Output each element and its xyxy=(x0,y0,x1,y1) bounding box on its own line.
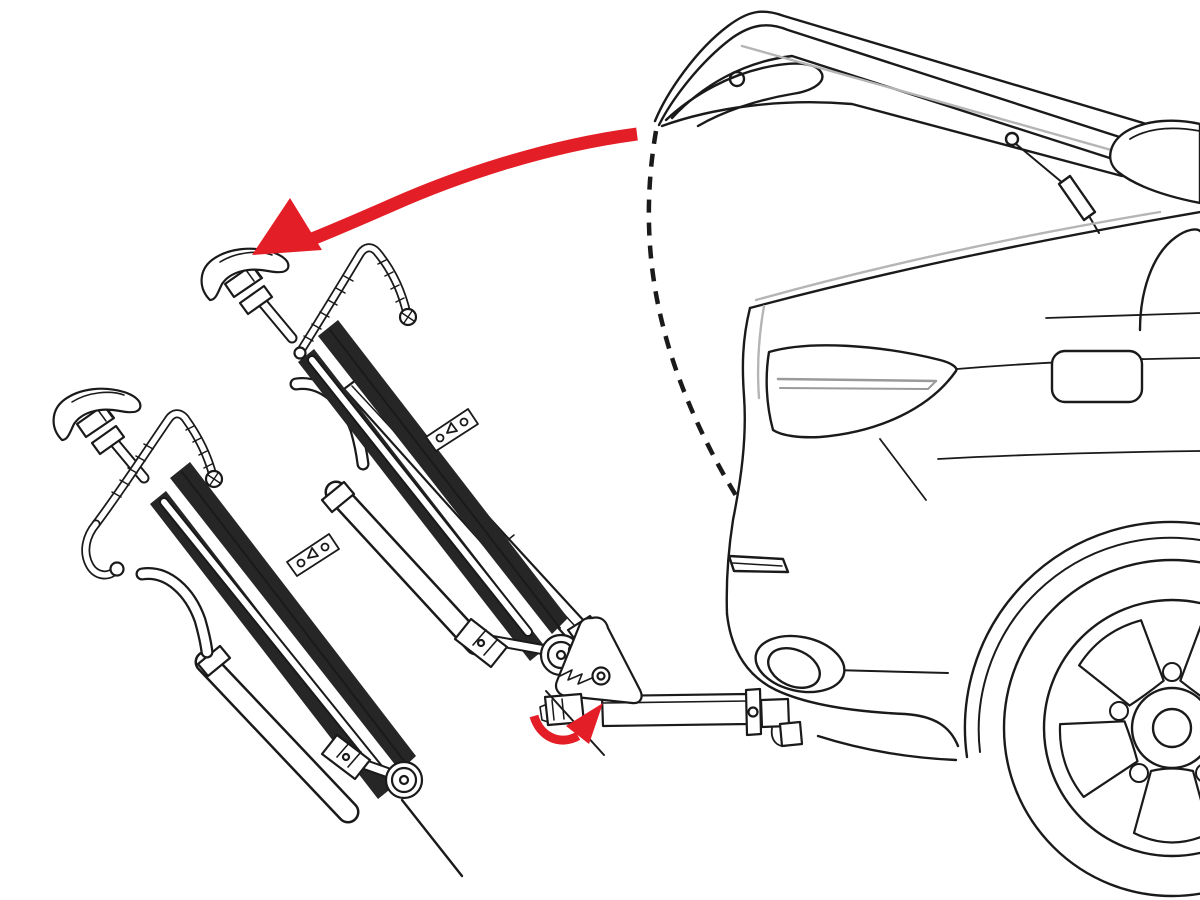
crease-lower xyxy=(937,450,1200,460)
adapter-plates xyxy=(286,408,479,577)
bike1-pedal xyxy=(453,617,509,669)
pivot-bolt xyxy=(591,666,611,686)
spoiler xyxy=(1109,119,1200,205)
fuel-door xyxy=(1050,349,1144,404)
reflector xyxy=(727,554,790,574)
shoulder-line xyxy=(748,210,1200,310)
clamp-teeth xyxy=(559,669,593,685)
crease-light-bottom xyxy=(879,438,927,501)
shoulder-line-light xyxy=(754,210,1162,302)
lug-holes xyxy=(1109,662,1200,783)
bike1-saddle xyxy=(200,247,298,344)
bar-tape-ticks-2 xyxy=(111,425,213,498)
pivot-rotation-arrow xyxy=(529,703,603,745)
tilt-direction-arrow xyxy=(252,127,638,255)
wheel-strap-wand xyxy=(400,798,464,878)
tailgate-open xyxy=(653,10,1200,189)
tailgate-swing-dashed-path xyxy=(646,130,742,504)
big-arrow-head xyxy=(252,198,322,255)
rim xyxy=(1042,598,1200,858)
small-arrow-head xyxy=(566,703,603,744)
bar-tape-ticks xyxy=(303,259,405,342)
quarter-window xyxy=(1138,228,1200,332)
bike1-frame xyxy=(298,320,568,661)
bike2-pedal xyxy=(320,733,372,781)
rear-edge-light xyxy=(756,304,766,400)
hub xyxy=(1130,686,1200,770)
bike2-drivetrain xyxy=(320,733,424,800)
tailgate-inner-panel xyxy=(664,62,824,128)
tilt-pivot xyxy=(400,614,643,878)
rear-wheel xyxy=(963,520,1200,898)
car-line-art xyxy=(653,10,1200,898)
bike2-handlebar xyxy=(81,409,224,580)
crease-upper xyxy=(1045,312,1200,319)
bike-trays xyxy=(194,480,488,824)
bike1-handlebar xyxy=(293,243,418,360)
exhaust-pipe xyxy=(754,634,846,694)
tail-light xyxy=(765,344,958,439)
wheel-arch xyxy=(963,520,1200,759)
rear-edge xyxy=(725,306,752,616)
tailgate-hole xyxy=(728,70,746,88)
hitch-rack xyxy=(52,243,804,878)
hub-bore xyxy=(1151,707,1193,749)
tailgate-strut xyxy=(1004,131,1100,234)
hitch-pin xyxy=(747,706,759,718)
bumper xyxy=(725,554,960,762)
bike2-saddle xyxy=(52,387,150,484)
bike2-frame xyxy=(150,462,416,799)
big-arrow-shaft xyxy=(304,127,638,248)
small-arrow-shaft xyxy=(529,714,581,745)
wheel-arch-lip xyxy=(977,536,1200,753)
